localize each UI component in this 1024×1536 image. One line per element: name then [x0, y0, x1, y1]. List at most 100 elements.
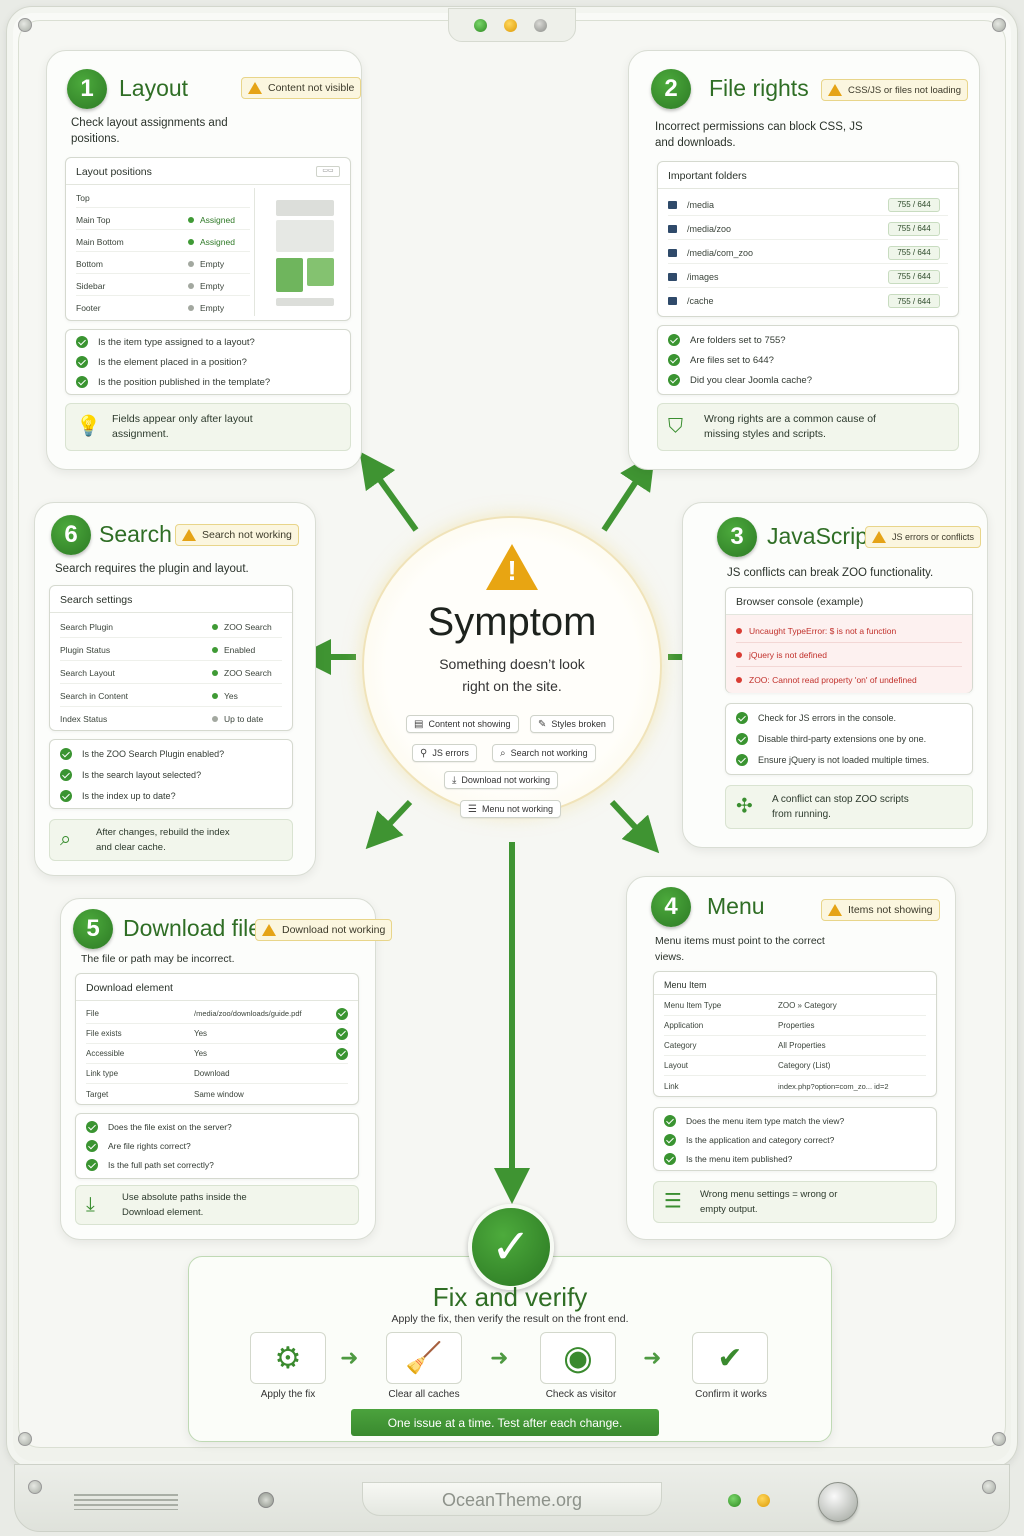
plug-icon: ⚲: [420, 747, 428, 759]
card-title: Download file: [123, 915, 262, 941]
warning-icon: [182, 529, 196, 541]
brand-label: OceanTheme.org: [362, 1482, 662, 1516]
list-icon: ☰: [664, 1190, 682, 1213]
lightbulb-icon: 💡: [76, 415, 101, 438]
tag-content-not-showing[interactable]: ▤Content not showing: [406, 715, 519, 733]
layout-checklist: Is the item type assigned to a layout? I…: [65, 329, 351, 395]
search-icon: ⌕: [500, 747, 506, 759]
step-number: 6: [51, 515, 91, 555]
check-icon: [76, 336, 88, 348]
card-desc-2: and downloads.: [655, 137, 736, 149]
tag-js-errors[interactable]: ⚲JS errors: [412, 744, 477, 762]
step-label: Apply the fix: [260, 1389, 316, 1400]
check-item: Is the menu item published?: [664, 1149, 926, 1169]
power-knob[interactable]: [818, 1482, 858, 1522]
screw-icon: [982, 1480, 996, 1494]
gear-icon: ⚙: [250, 1332, 326, 1384]
screw-icon: [28, 1480, 42, 1494]
warning-badge: Items not showing: [821, 899, 940, 921]
gray-led: [534, 19, 547, 32]
download-row: File/media/zoo/downloads/guide.pdf: [86, 1004, 348, 1024]
check-icon: [76, 356, 88, 368]
card-desc-1: Menu items must point to the correct: [655, 935, 825, 947]
warning-badge: Search not working: [175, 524, 299, 546]
screw-icon: [992, 1432, 1006, 1446]
layout-preview: [276, 200, 334, 216]
card-menu: 4 Menu Items not showing Menu items must…: [626, 876, 956, 1240]
check-item: Check for JS errors in the console.: [736, 708, 962, 728]
warning-icon: [872, 531, 886, 543]
tag-menu-not-working[interactable]: ☰Menu not working: [460, 800, 562, 818]
broom-icon: 🧹: [386, 1332, 462, 1384]
panel-title: Important folders: [668, 170, 747, 182]
tag-search-not-working[interactable]: ⌕Search not working: [492, 744, 596, 762]
knob-icon[interactable]: [258, 1492, 274, 1508]
check-icon: [86, 1121, 98, 1133]
console-error: jQuery is not defined: [736, 644, 962, 667]
fix-subtitle: Apply the fix, then verify the result on…: [391, 1313, 629, 1325]
screw-icon: [992, 18, 1006, 32]
panel-title: Layout positions: [76, 166, 152, 178]
panel-title: Download element: [86, 982, 173, 994]
step-number: 5: [73, 909, 113, 949]
tag-download-not-working[interactable]: ⤓Download not working: [444, 771, 558, 789]
check-icon: [86, 1140, 98, 1152]
check-icon: [736, 712, 748, 724]
warning-badge: Content not visible: [241, 77, 362, 99]
check-item: Is the search layout selected?: [60, 765, 282, 785]
card-title: File rights: [709, 75, 809, 101]
screw-icon: [18, 18, 32, 32]
download-element-panel: Download element File/media/zoo/download…: [75, 973, 359, 1105]
symptom-title: Symptom: [427, 600, 597, 644]
fix-footer-banner: One issue at a time. Test after each cha…: [351, 1409, 659, 1436]
search-checklist: Is the ZOO Search Plugin enabled? Is the…: [49, 739, 293, 809]
check-item: Is the item type assigned to a layout?: [76, 332, 340, 352]
fix-title: Fix and verify: [432, 1282, 588, 1312]
card-search: 6 Search Search not working Search requi…: [34, 502, 316, 876]
check-icon: [668, 374, 680, 386]
tag-styles-broken[interactable]: ✎Styles broken: [530, 715, 614, 733]
check-icon: [336, 1027, 348, 1040]
card-title: Menu: [707, 893, 765, 919]
yellow-led: [757, 1494, 770, 1507]
folder-icon: [668, 248, 677, 257]
view-toggle-icon[interactable]: ▭▭: [316, 166, 340, 177]
check-item: Does the file exist on the server?: [86, 1117, 348, 1137]
check-icon: [336, 1047, 348, 1060]
check-item: Is the index up to date?: [60, 786, 282, 806]
warning-icon: [248, 82, 262, 94]
check-icon: [336, 1007, 348, 1020]
check-item: Are folders set to 755?: [668, 330, 948, 350]
check-item: Is the element placed in a position?: [76, 352, 340, 372]
check-icon: [86, 1159, 98, 1171]
download-checklist: Does the file exist on the server? Are f…: [75, 1113, 359, 1179]
check-icon: [736, 754, 748, 766]
js-checklist: Check for JS errors in the console. Disa…: [725, 703, 973, 775]
card-title: Layout: [119, 75, 189, 101]
card-desc-1: Check layout assignments and: [71, 117, 228, 129]
check-icon: [668, 354, 680, 366]
check-item: Disable third-party extensions one by on…: [736, 729, 962, 749]
